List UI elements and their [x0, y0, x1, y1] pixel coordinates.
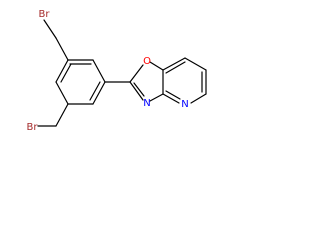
bond: [55, 103, 69, 127]
benzene-ring: [55, 59, 106, 105]
bond: [43, 19, 57, 39]
bond: [92, 81, 106, 105]
atom-nitrogen-pyridine: N: [181, 99, 188, 110]
bond: [55, 81, 69, 105]
structure-diagram: Br Br O N N: [0, 0, 229, 145]
bond: [162, 57, 186, 71]
atom-oxygen: O: [143, 56, 151, 67]
molecule-drawing: Br Br O N N: [27, 9, 207, 133]
bond: [184, 57, 207, 71]
atom-br-bottom: Br: [27, 122, 39, 133]
bond-inner: [60, 63, 72, 83]
bond-n-c3a: [149, 93, 164, 102]
bromomethyl-bottom: [37, 103, 69, 127]
bond: [190, 93, 207, 104]
bond: [55, 59, 69, 83]
atom-br-top: Br: [39, 9, 51, 20]
bond: [162, 93, 180, 104]
bond-c2-n-inner: [133, 82, 145, 97]
bond-c2-n: [129, 81, 144, 101]
bromomethyl-top: [43, 19, 69, 61]
bond-inner: [165, 61, 186, 74]
bond-o-c7a: [149, 61, 164, 71]
bond: [55, 37, 69, 61]
pyridine-ring: [162, 57, 207, 104]
bond: [92, 59, 106, 83]
oxazole-ring: [129, 61, 164, 102]
bond-c2-o: [129, 64, 144, 83]
atom-nitrogen-oxazole: N: [143, 98, 150, 109]
bond-inner: [89, 81, 101, 101]
bond-inner: [165, 90, 181, 100]
